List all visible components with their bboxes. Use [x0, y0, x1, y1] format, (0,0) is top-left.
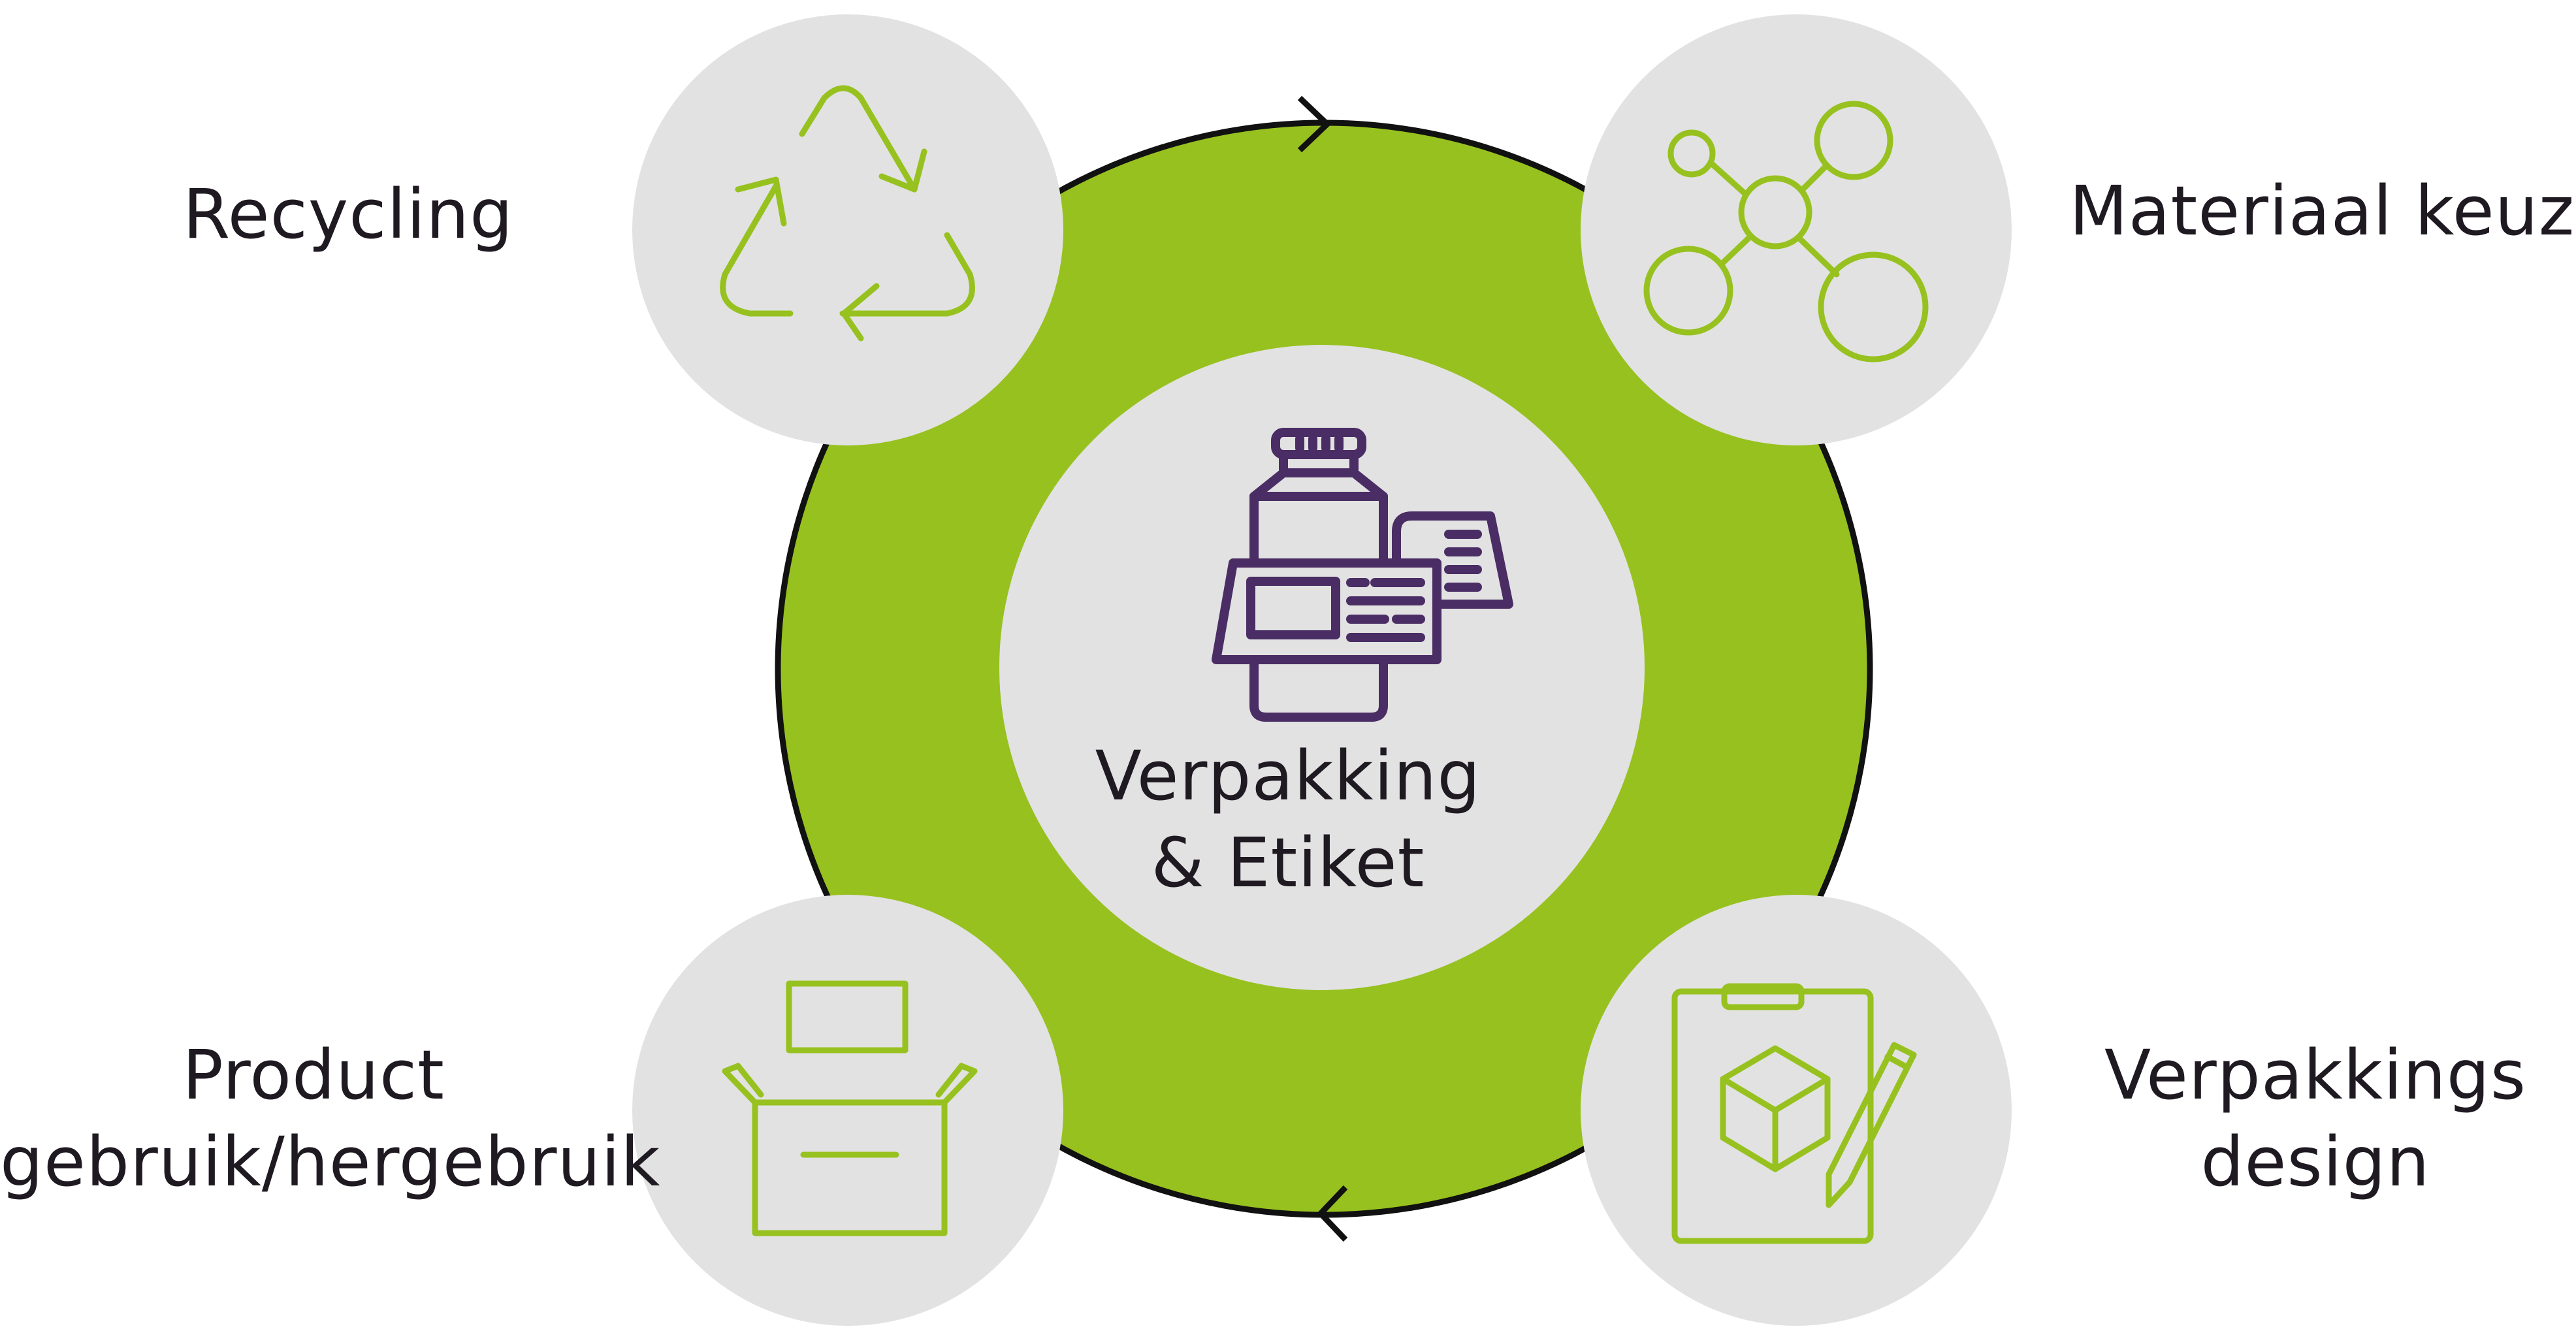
product-circle — [632, 895, 1063, 1326]
materiaal-keuze-label: Materiaal keuze — [2069, 171, 2576, 251]
design-label-line2: design — [2200, 1122, 2430, 1202]
flow-arrow-top-icon — [1297, 95, 1332, 153]
center-title-line1: Verpakking — [1095, 736, 1481, 816]
center-title: Verpakking & Etiket — [961, 733, 1615, 907]
molecule-icon — [1643, 101, 1929, 362]
design-circle — [1581, 895, 2012, 1326]
flow-arrow-bottom-icon — [1316, 1185, 1348, 1242]
recycling-label: Recycling — [183, 174, 514, 254]
recycling-circle — [632, 14, 1063, 445]
product-label-line1: Product — [182, 1035, 445, 1115]
design-label-line1: Verpakkings — [2104, 1035, 2527, 1115]
materiaal-circle — [1581, 14, 2012, 445]
center-circle — [999, 345, 1645, 990]
center-title-line2: & Etiket — [1151, 823, 1425, 903]
recycling-icon — [720, 85, 975, 342]
packaging-label-icon — [1212, 428, 1513, 722]
product-label-line2: gebruik/hergebruik — [0, 1122, 661, 1202]
open-box-icon — [722, 980, 978, 1236]
verpakkings-design-label: Verpakkings design — [2048, 1032, 2576, 1206]
clipboard-design-icon — [1671, 983, 1917, 1244]
product-gebruik-label: Product gebruik/hergebruik — [0, 1032, 661, 1206]
